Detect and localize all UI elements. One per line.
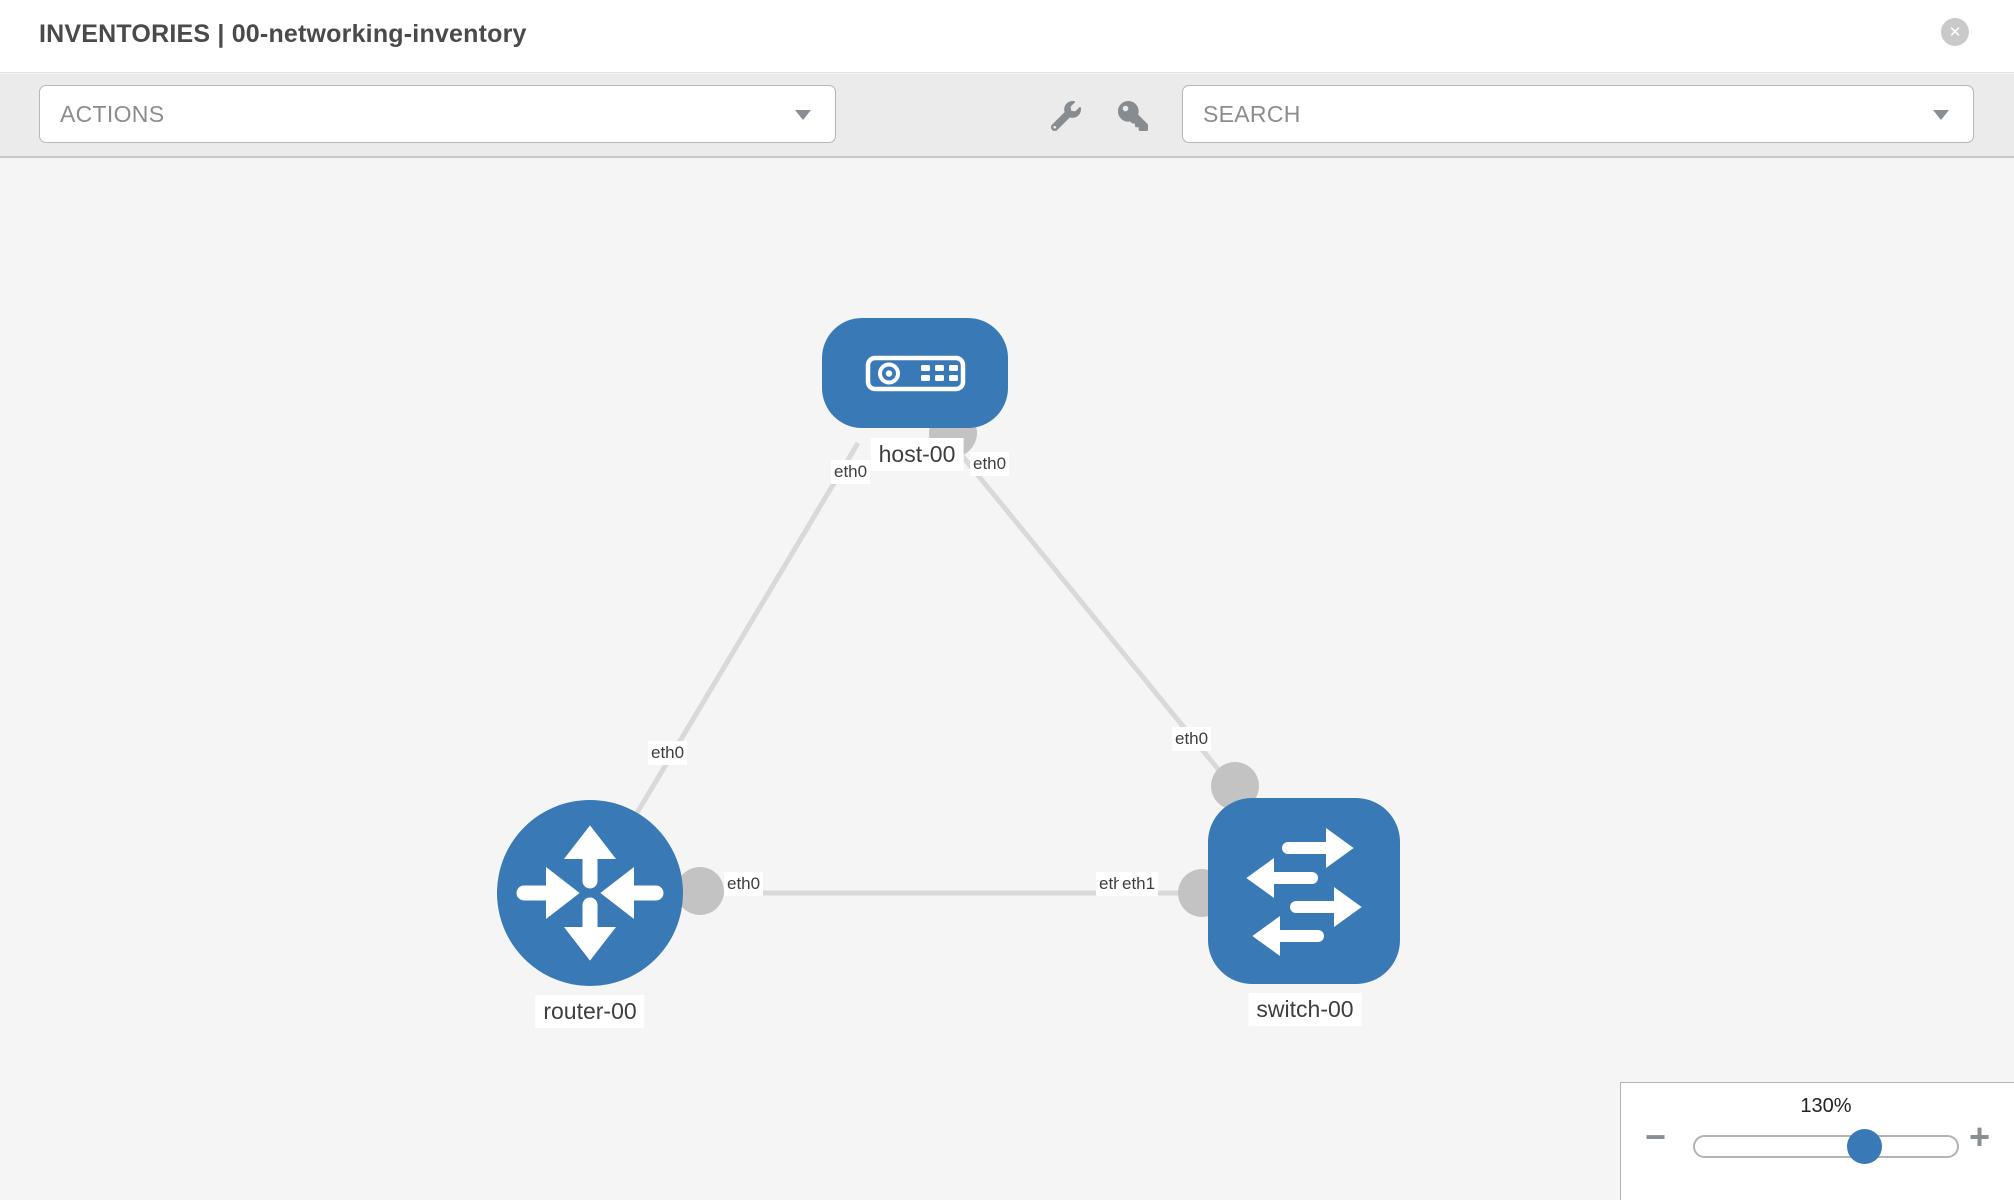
key-icon xyxy=(1118,101,1148,131)
zoom-in-button[interactable]: + xyxy=(1969,1116,1991,1157)
page-title: INVENTORIES | 00-networking-inventory xyxy=(39,20,527,48)
chevron-down-icon xyxy=(1933,110,1949,120)
zoom-slider-thumb[interactable] xyxy=(1847,1129,1882,1164)
interface-endpoint xyxy=(1211,762,1259,810)
port-label-eth0: eth0 xyxy=(1172,727,1212,752)
topology-canvas[interactable]: eth0 eth0 eth0 eth0 eth0 eth0 eth1 host-… xyxy=(0,160,2014,1200)
actions-dropdown-label: ACTIONS xyxy=(60,100,165,127)
node-label-switch-00: switch-00 xyxy=(1248,993,1362,1026)
zoom-level: 130% xyxy=(1800,1095,1852,1117)
zoom-control-panel: 130% − + xyxy=(1620,1082,2014,1200)
wrench-icon xyxy=(1051,101,1081,131)
search-placeholder: SEARCH xyxy=(1203,100,1301,127)
node-label-router-00: router-00 xyxy=(535,995,645,1028)
close-icon: ✕ xyxy=(1948,24,1962,41)
zoom-slider-track[interactable] xyxy=(1693,1129,1959,1164)
port-label-eth0: eth0 xyxy=(970,452,1010,477)
zoom-out-button[interactable]: − xyxy=(1645,1116,1667,1157)
node-host-00[interactable] xyxy=(822,318,1008,428)
port-label-eth1: eth1 xyxy=(1119,872,1159,897)
port-label-eth0: eth0 xyxy=(648,741,688,766)
search-dropdown[interactable]: SEARCH xyxy=(1182,85,1974,143)
toolbar: ACTIONS SEARCH xyxy=(0,74,2014,158)
node-router-00[interactable] xyxy=(497,800,683,986)
page-header: INVENTORIES | 00-networking-inventory ✕ xyxy=(0,0,2014,73)
node-label-host-00: host-00 xyxy=(870,438,964,471)
host-icon xyxy=(865,355,966,392)
port-label-eth0: eth0 xyxy=(724,872,764,897)
actions-dropdown[interactable]: ACTIONS xyxy=(39,85,836,143)
interface-endpoint xyxy=(676,867,724,915)
topology-graph xyxy=(497,318,1400,986)
close-button[interactable]: ✕ xyxy=(1941,18,1969,46)
chevron-down-icon xyxy=(795,110,811,120)
switch-icon xyxy=(1246,828,1362,956)
tools-button[interactable] xyxy=(1048,98,1084,134)
credentials-button[interactable] xyxy=(1115,98,1151,134)
router-icon xyxy=(516,825,664,961)
node-switch-00[interactable] xyxy=(1208,798,1400,984)
port-label-eth0: eth0 xyxy=(831,460,871,485)
